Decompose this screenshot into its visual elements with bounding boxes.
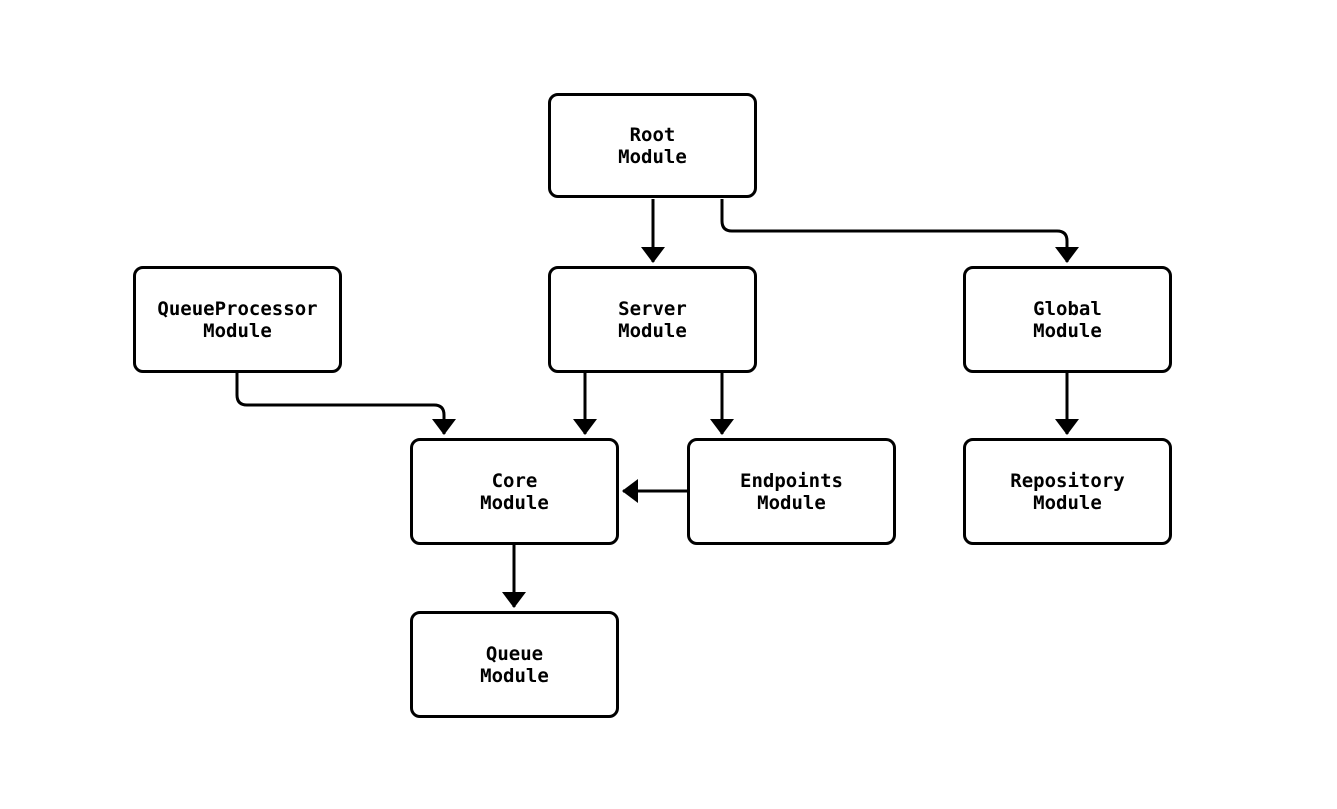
node-endpoints-module: Endpoints Module bbox=[687, 438, 896, 545]
connectors bbox=[235, 199, 1079, 608]
node-label-line2: Module bbox=[757, 491, 826, 514]
node-server-module: Server Module bbox=[548, 266, 757, 373]
node-queue-module: Queue Module bbox=[410, 611, 619, 718]
node-root-module: Root Module bbox=[548, 93, 757, 198]
edge-queueprocessor-to-core bbox=[235, 372, 456, 435]
node-label-line2: Module bbox=[480, 664, 549, 687]
node-label-line1: Queue bbox=[485, 642, 544, 665]
node-label-line1: Root bbox=[629, 123, 676, 146]
node-queueprocessor-module: QueueProcessor Module bbox=[133, 266, 342, 373]
node-label-line2: Module bbox=[203, 319, 272, 342]
node-repository-module: Repository Module bbox=[963, 438, 1172, 545]
node-label-line2: Module bbox=[1033, 319, 1102, 342]
node-label-line2: Module bbox=[618, 145, 687, 168]
node-label-line2: Module bbox=[618, 319, 687, 342]
edge-root-to-global bbox=[720, 199, 1079, 263]
node-global-module: Global Module bbox=[963, 266, 1172, 373]
node-label-line1: Core bbox=[491, 469, 538, 492]
node-label-line1: QueueProcessor bbox=[157, 297, 318, 320]
node-label-line1: Server bbox=[618, 297, 687, 320]
node-label-line1: Global bbox=[1033, 297, 1102, 320]
node-label-line2: Module bbox=[1033, 491, 1102, 514]
node-label-line1: Endpoints bbox=[740, 469, 843, 492]
node-core-module: Core Module bbox=[410, 438, 619, 545]
node-label-line2: Module bbox=[480, 491, 549, 514]
node-label-line1: Repository bbox=[1010, 469, 1125, 492]
